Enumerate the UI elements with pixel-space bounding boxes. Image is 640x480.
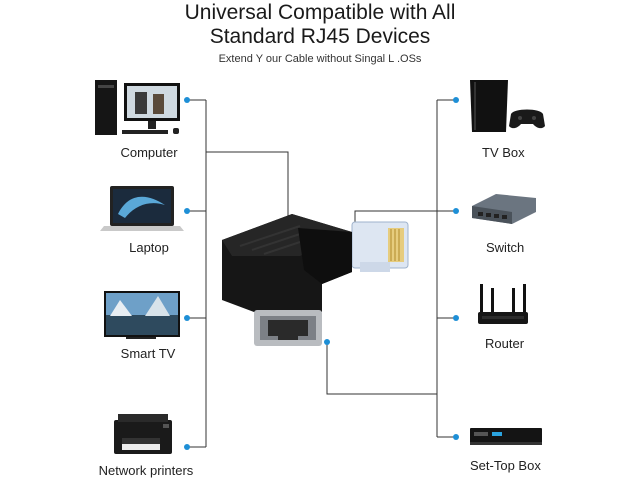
label-router: Router	[485, 336, 525, 351]
label-smart-tv: Smart TV	[120, 346, 176, 361]
dot-tvbox	[453, 97, 459, 103]
switch-icon	[472, 194, 536, 224]
subtitle: Extend Y our Cable without Singal L .OSs	[218, 53, 422, 65]
printer-icon	[114, 414, 172, 454]
dot-settop	[453, 434, 459, 440]
dot-adapter-port	[324, 339, 330, 345]
set-top-box-icon	[470, 428, 542, 445]
label-laptop: Laptop	[129, 240, 169, 255]
tv-box-icon	[470, 80, 545, 132]
computer-icon	[95, 80, 180, 135]
connector-lines	[187, 99, 456, 448]
port-to-right-line	[326, 342, 437, 395]
label-computer: Computer	[120, 145, 178, 160]
title-line-2: Standard RJ45 Devices	[209, 25, 431, 48]
smart-tv-icon	[104, 291, 180, 339]
dot-switch	[453, 208, 459, 214]
label-switch: Switch	[486, 240, 525, 255]
dot-laptop	[184, 208, 190, 214]
title-line-1: Universal Compatible with All	[184, 1, 456, 24]
label-tv-box: TV Box	[482, 145, 525, 160]
dot-computer	[184, 97, 190, 103]
dot-smarttv	[184, 315, 190, 321]
router-icon	[478, 284, 528, 324]
laptop-icon	[100, 186, 184, 231]
rj45-adapter-icon	[222, 214, 409, 346]
label-network-printers: Network printers	[98, 463, 194, 478]
label-set-top-box: Set-Top Box	[470, 458, 541, 473]
dot-router	[453, 315, 459, 321]
dot-printer	[184, 444, 190, 450]
left-to-adapter-line	[206, 151, 289, 224]
